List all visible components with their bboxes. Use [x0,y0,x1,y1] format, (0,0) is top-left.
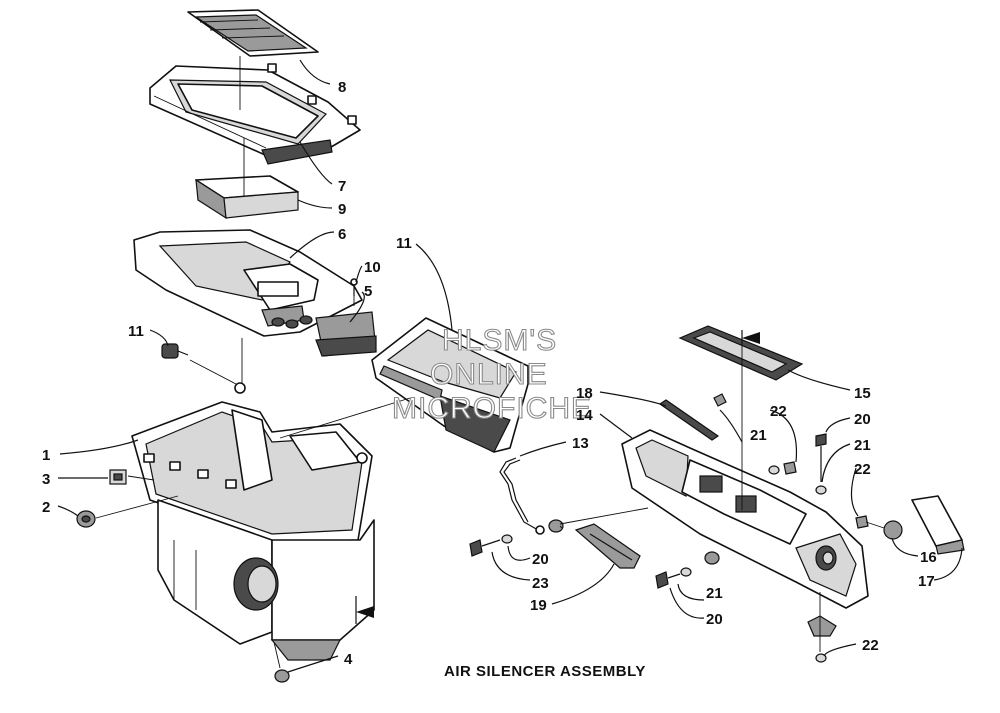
callout-8: 8 [338,79,346,96]
filter-part-17 [911,495,965,555]
callout-20-right: 20 [854,411,871,428]
callout-2: 2 [42,499,50,516]
callout-19: 19 [530,597,547,614]
callout-15: 15 [854,385,871,402]
base-plate-part-6 [133,229,363,337]
callout-22-bottom: 22 [862,637,879,654]
decal-part-8 [187,9,319,57]
callout-5: 5 [364,283,372,300]
callout-1: 1 [42,447,50,464]
callout-20-lower: 20 [706,611,723,628]
callout-9: 9 [338,201,346,218]
watermark: HLSM'S ONLINE MICROFICHE [391,323,592,425]
callout-3: 3 [42,471,50,488]
assembly-lines [95,56,885,669]
lid-part-7 [149,63,361,165]
bolt-part-11 [161,343,189,359]
screw-part-10 [350,278,358,296]
callout-21-left: 20 [532,551,549,568]
filter-part-9 [195,175,299,220]
callout-11: 11 [128,323,144,340]
callout-22-right: 22 [854,461,871,478]
callout-21-upper: 21 [750,427,767,444]
callout-21-right: 21 [854,437,871,454]
wire-part-13 [499,457,545,535]
reference-arrows [355,330,760,624]
silencer-box-part-1 [131,382,375,661]
gasket-part-15 [678,325,804,381]
callout-7: 7 [338,178,346,195]
latch-part-19 [574,523,641,569]
hardware-group [469,393,903,663]
callout-10: 10 [364,259,381,276]
callout-18: 18 [576,385,593,402]
callout-21-lower: 21 [706,585,723,602]
callout-12: 11 [396,235,412,252]
rod-part-18 [658,399,720,441]
duct-part-12 [371,317,529,453]
watermark-line-3: MICROFICHE [392,392,592,425]
grommet-part-2 [76,510,96,528]
diagram-title: AIR SILENCER ASSEMBLY [444,663,646,680]
callout-4: 4 [344,651,353,668]
watermark-line-1: HLSM'S [442,324,557,357]
callout-17: 17 [918,573,935,590]
foam-part-5 [315,311,377,357]
callout-16: 16 [920,549,937,566]
callout-13: 13 [572,435,589,452]
callout-labels: 8 7 9 6 10 5 11 11 1 3 2 4 18 14 13 15 2… [42,79,937,668]
callout-23: 23 [532,575,549,592]
drain-part-4 [274,669,290,683]
callout-6: 6 [338,226,346,243]
callout-14: 14 [576,407,593,424]
clip-part-3 [109,469,127,485]
housing-part-14 [621,429,869,609]
watermark-line-2: ONLINE [430,358,548,391]
callout-22-upper: 22 [770,403,787,420]
leader-lines [57,59,963,673]
